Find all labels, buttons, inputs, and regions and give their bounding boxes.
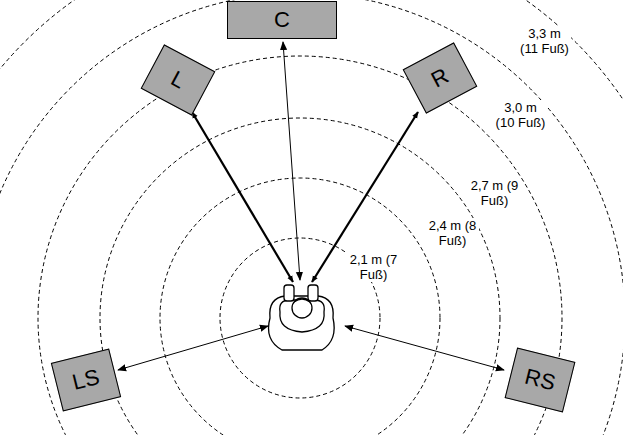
head <box>292 298 312 318</box>
arrow-left-surround <box>118 326 268 370</box>
speaker-label: RS <box>523 366 558 395</box>
distance-label: 2,7 m (9 Fuß) <box>468 178 521 208</box>
chair <box>269 296 335 350</box>
speaker-box: LS <box>51 348 121 411</box>
arrow-right <box>312 112 418 282</box>
arrow-left <box>192 112 293 282</box>
hand <box>284 285 294 301</box>
distance-label: 3,3 m (11 Fuß) <box>518 26 571 56</box>
listener <box>269 285 335 350</box>
distance-label: 3,0 m (10 Fuß) <box>494 100 547 130</box>
hair <box>294 299 310 302</box>
speaker-box: RS <box>505 348 576 413</box>
arrow-right-surround <box>345 326 504 370</box>
speaker-box: R <box>403 42 478 113</box>
speaker-label: LS <box>70 366 101 394</box>
distance-label: 2,1 m (7 Fuß) <box>347 252 400 282</box>
distance-ring <box>38 56 562 435</box>
speaker-label: C <box>274 9 290 31</box>
distance-ring <box>160 178 440 435</box>
arrow-center <box>283 42 300 280</box>
hand <box>308 285 318 301</box>
speaker-box: L <box>141 44 216 115</box>
distance-arrows <box>118 42 504 370</box>
speaker-box: C <box>227 1 337 39</box>
distance-label: 2,4 m (8 Fuß) <box>426 218 479 248</box>
speaker-label: L <box>167 67 188 92</box>
speaker-label: R <box>428 65 452 92</box>
